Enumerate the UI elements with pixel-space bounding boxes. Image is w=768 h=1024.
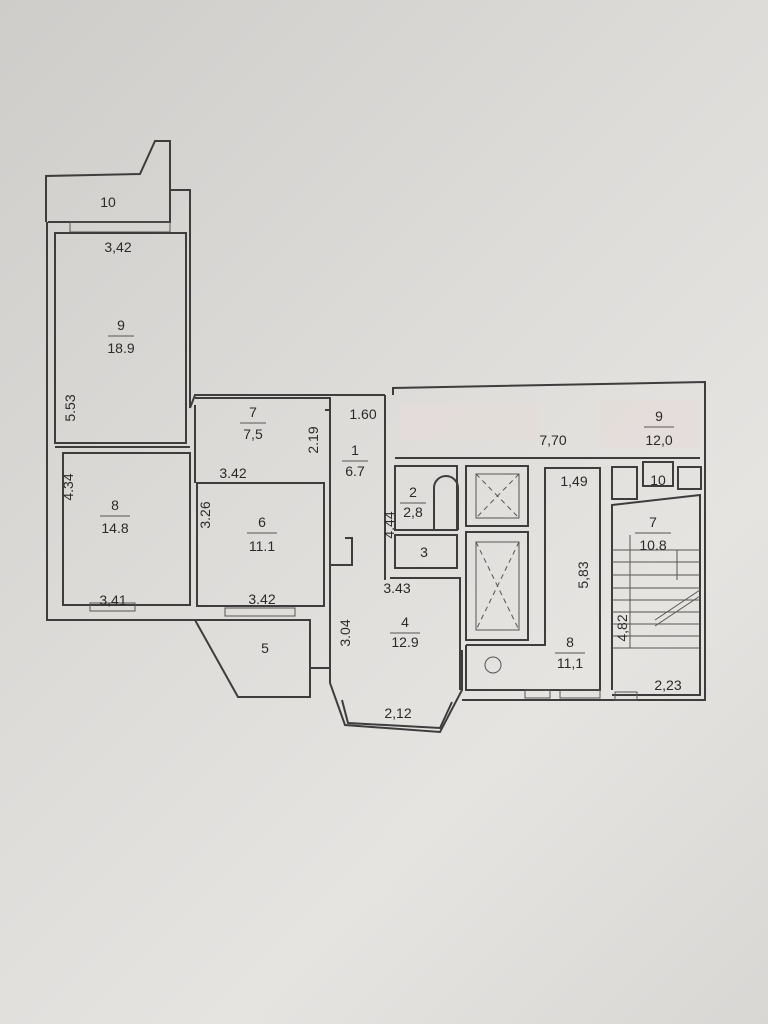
hall-dim-a: 1,49 — [560, 473, 587, 489]
small-room-number: 10 — [650, 472, 666, 488]
room-7-number: 7 — [249, 404, 257, 420]
room-6-dim-a: 3.26 — [197, 501, 213, 528]
room-6-number: 6 — [258, 514, 266, 530]
room-9-area: 18.9 — [107, 340, 134, 356]
room-1-dim: 1.60 — [349, 406, 376, 422]
labels: 10 3,42 9 18.9 5.53 7 7,5 3.42 2.19 1.60… — [60, 194, 682, 721]
room-4-dim-b: 3.04 — [337, 619, 353, 646]
room-6-area: 11.1 — [249, 538, 275, 554]
hall-number: 8 — [566, 634, 574, 650]
corridor-area: 12,0 — [645, 432, 672, 448]
stairs-number: 7 — [649, 514, 657, 530]
room-4-dim-c: 2,12 — [384, 705, 411, 721]
room-2-area: 2,8 — [403, 504, 423, 520]
balcony-number: 10 — [100, 194, 116, 210]
room-4-dim-a: 3.43 — [383, 580, 410, 596]
stairs-dim-a: 4,82 — [614, 614, 630, 641]
corridor-number: 9 — [655, 408, 663, 424]
room-1-area: 6.7 — [345, 463, 365, 479]
room-8-dim-a: 4.34 — [60, 473, 76, 500]
hall-dim-b: 5,83 — [575, 561, 591, 588]
room-8-area: 14.8 — [101, 520, 128, 536]
room-4-area: 12.9 — [391, 634, 418, 650]
room-6-dim-b: 3.42 — [248, 591, 275, 607]
room-9-number: 9 — [117, 317, 125, 333]
room-3-number: 3 — [420, 544, 428, 560]
room-5-number: 5 — [261, 640, 269, 656]
room-9-dim: 5.53 — [62, 394, 78, 421]
room-7-area: 7,5 — [243, 426, 263, 442]
room-7-dim-a: 3.42 — [219, 465, 246, 481]
room-8-dim-b: 3,41 — [99, 592, 126, 608]
stairs-area: 10.8 — [639, 537, 666, 553]
stairs-dim-b: 2,23 — [654, 677, 681, 693]
room-1-number: 1 — [351, 442, 359, 458]
room-7-dim-b: 2.19 — [305, 426, 321, 453]
room-2-dim: 4.44 — [381, 511, 397, 538]
room-4-number: 4 — [401, 614, 409, 630]
walls — [45, 140, 706, 734]
balcony-width: 3,42 — [104, 239, 131, 255]
corridor-dim: 7,70 — [539, 432, 566, 448]
room-8-number: 8 — [111, 497, 119, 513]
hall-area: 11,1 — [557, 655, 583, 671]
room-2-number: 2 — [409, 484, 417, 500]
